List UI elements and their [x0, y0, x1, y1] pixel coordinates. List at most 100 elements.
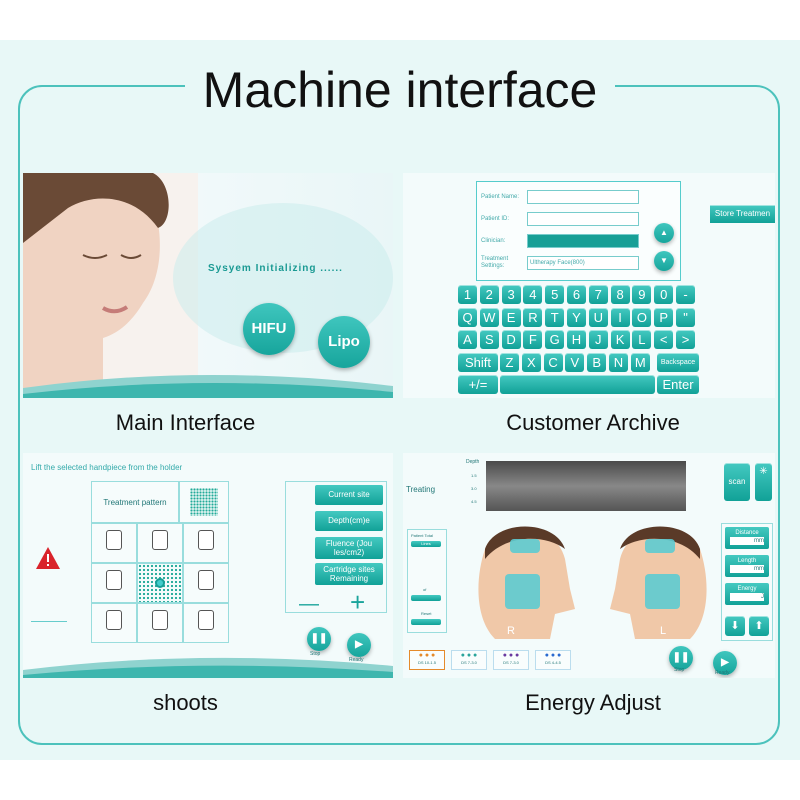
caption-energy-adjust: Energy Adjust: [525, 690, 661, 715]
key-1-0[interactable]: Q: [458, 307, 477, 327]
treatment-settings-label: Treatment Settings:: [481, 256, 509, 269]
key-1-9[interactable]: P: [654, 307, 674, 327]
key-2-6[interactable]: J: [588, 330, 608, 349]
key-space[interactable]: [500, 375, 655, 394]
key-2-8[interactable]: L: [632, 330, 652, 349]
store-treatment-button[interactable]: Store Treatmen: [710, 205, 775, 223]
key-row4-6[interactable]: M: [630, 353, 650, 372]
increase-button[interactable]: ⬆: [749, 616, 769, 636]
plus-button[interactable]: +: [350, 587, 366, 617]
cartridge-button[interactable]: Cartridge sites Remaining: [315, 563, 383, 585]
handpiece-cell[interactable]: [137, 523, 183, 563]
key-1-1[interactable]: W: [479, 307, 499, 327]
patient-name-input[interactable]: [527, 190, 639, 204]
clinician-input[interactable]: [527, 234, 639, 248]
pattern-grid-cell[interactable]: [179, 481, 229, 523]
key-2-0[interactable]: A: [458, 330, 477, 349]
key-2-1[interactable]: S: [479, 330, 499, 349]
key-0-10[interactable]: -: [676, 285, 695, 304]
of-counter[interactable]: [411, 595, 441, 601]
reset-button[interactable]: [411, 619, 441, 625]
key-shift[interactable]: Shift: [458, 353, 498, 372]
key-backspace[interactable]: Backspace: [657, 353, 699, 372]
key-1-3[interactable]: R: [523, 307, 543, 327]
current-site-button[interactable]: Current site: [315, 485, 383, 505]
key-2-2[interactable]: D: [501, 330, 521, 349]
key-2-4[interactable]: G: [545, 330, 565, 349]
key-2-9[interactable]: <: [654, 330, 674, 349]
scan-button[interactable]: scan: [724, 463, 750, 501]
key-1-6[interactable]: U: [588, 307, 608, 327]
key-2-3[interactable]: F: [523, 330, 543, 349]
key-0-7[interactable]: 8: [610, 285, 630, 304]
energy-label: Energy: [737, 586, 757, 592]
cartridge-1[interactable]: ● ● ●DS 7-3.0: [451, 650, 487, 670]
key-row4-0[interactable]: Z: [500, 353, 519, 372]
minus-button[interactable]: —: [299, 593, 319, 615]
key-1-10[interactable]: ": [676, 307, 695, 327]
key-1-4[interactable]: T: [545, 307, 565, 327]
key-0-4[interactable]: 5: [545, 285, 565, 304]
scroll-down-button[interactable]: ▼: [654, 251, 674, 271]
bottom-wave: [23, 374, 393, 398]
depth-button[interactable]: Depth(cm)e: [315, 511, 383, 531]
handpiece-cell[interactable]: [183, 523, 229, 563]
handpiece-cell[interactable]: [91, 523, 137, 563]
cartridge-0[interactable]: ● ● ●DS 10-1.5: [409, 650, 445, 670]
fluence-button[interactable]: Fluence (Jou les/cm2): [315, 537, 383, 559]
ultrasound-image: [486, 461, 686, 511]
key-0-5[interactable]: 6: [567, 285, 586, 304]
handpiece-icon: [106, 610, 122, 630]
handpiece-cell[interactable]: [183, 563, 229, 603]
key-enter[interactable]: Enter: [657, 375, 699, 394]
stop-button[interactable]: ❚❚: [307, 627, 331, 651]
handpiece-cell[interactable]: [91, 563, 137, 603]
key-row4-2[interactable]: C: [543, 353, 563, 372]
center-dot-icon: [155, 578, 165, 588]
handpiece-cell[interactable]: [183, 603, 229, 643]
center-dot-cell[interactable]: [137, 563, 183, 603]
treatment-settings-input[interactable]: Ultherapy Face(800): [527, 256, 639, 270]
key-0-3[interactable]: 4: [523, 285, 543, 304]
key-plus-equals[interactable]: +/=: [458, 375, 498, 394]
key-2-5[interactable]: H: [567, 330, 586, 349]
key-row4-5[interactable]: N: [609, 353, 628, 372]
pause-icon: ❚❚: [310, 633, 328, 644]
key-1-8[interactable]: O: [632, 307, 652, 327]
handpiece-cell[interactable]: [137, 603, 183, 643]
lines-counter[interactable]: Lines: [411, 541, 441, 547]
key-1-7[interactable]: I: [610, 307, 630, 327]
decrease-button[interactable]: ⬇: [725, 616, 745, 636]
hifu-button[interactable]: HIFU: [243, 303, 295, 355]
key-1-2[interactable]: E: [501, 307, 521, 327]
stop-button[interactable]: ❚❚: [669, 646, 693, 670]
cartridge-2[interactable]: ● ● ●DS 7-3.0: [493, 650, 529, 670]
key-0-8[interactable]: 9: [632, 285, 652, 304]
settings-icon[interactable]: ✳: [755, 463, 772, 501]
scroll-up-button[interactable]: ▲: [654, 223, 674, 243]
depth-tick: 4.5: [471, 499, 477, 504]
key-row4-3[interactable]: V: [565, 353, 585, 372]
cartridge-dots-icon: ● ● ●: [460, 652, 478, 659]
key-2-7[interactable]: K: [610, 330, 630, 349]
handpiece-cell[interactable]: [91, 603, 137, 643]
patient-id-input[interactable]: [527, 212, 639, 226]
customer-archive-panel: Patient Name: Patient ID: Clinician: Tre…: [403, 173, 775, 398]
key-0-0[interactable]: 1: [458, 285, 477, 304]
key-0-2[interactable]: 3: [501, 285, 521, 304]
key-0-6[interactable]: 7: [588, 285, 608, 304]
key-0-1[interactable]: 2: [479, 285, 499, 304]
patient-id-label: Patient ID:: [481, 216, 510, 222]
key-row4-4[interactable]: B: [587, 353, 607, 372]
key-row4-1[interactable]: X: [521, 353, 541, 372]
ready-button[interactable]: ▶: [713, 651, 737, 675]
lipo-button[interactable]: Lipo: [318, 316, 370, 368]
ready-button[interactable]: ▶: [347, 633, 371, 657]
key-1-5[interactable]: Y: [567, 307, 586, 327]
key-0-9[interactable]: 0: [654, 285, 674, 304]
key-2-10[interactable]: >: [676, 330, 695, 349]
cartridge-3[interactable]: ● ● ●DS 4-4.5: [535, 650, 571, 670]
